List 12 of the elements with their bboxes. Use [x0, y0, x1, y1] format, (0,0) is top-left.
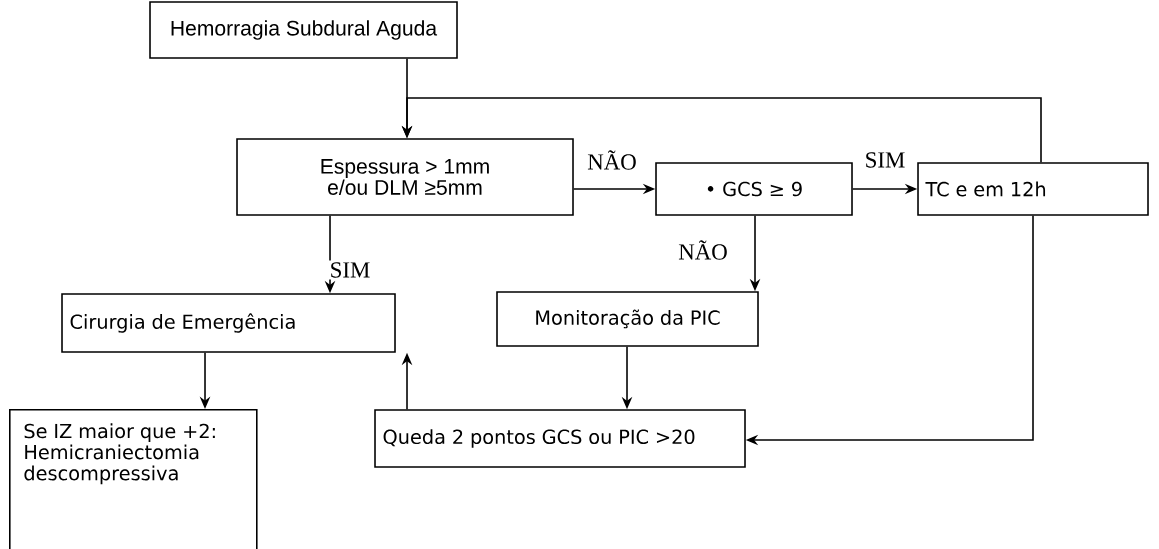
- process-box: Se IZ maior que +2: Hemicraniectomia descompressiva: [9, 409, 258, 549]
- edge-label: NÃO: [585, 148, 639, 172]
- edge-label: SIM: [327, 260, 373, 280]
- process-box: Hemorragia Subdural Aguda: [149, 1, 458, 59]
- process-box: Espessura > 1mm e/ou DLM ≥5mm: [236, 138, 574, 216]
- process-box: • GCS ≥ 9: [655, 162, 853, 216]
- process-box: Monitoração da PIC: [496, 291, 759, 347]
- process-box: Queda 2 pontos GCS ou PIC >20: [374, 409, 746, 468]
- edge-label: SIM: [862, 150, 908, 170]
- process-box: Cirurgia de Emergência: [61, 293, 396, 353]
- process-box: TC e em 12h: [917, 162, 1149, 216]
- edge-label: NÃO: [676, 238, 730, 262]
